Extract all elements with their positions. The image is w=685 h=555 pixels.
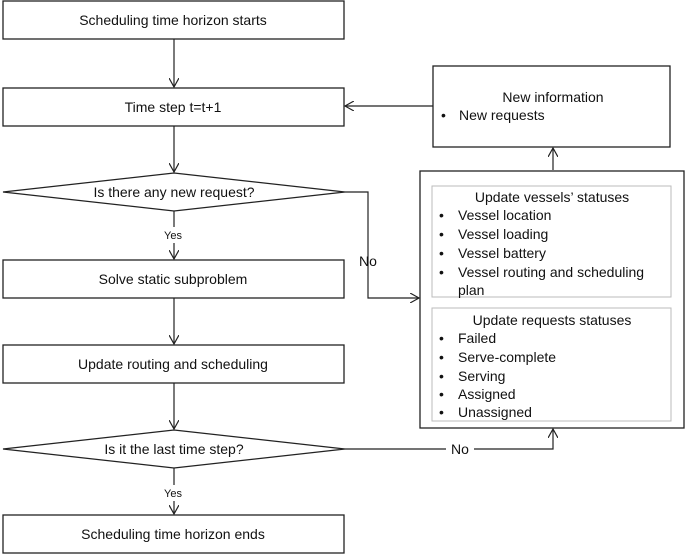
vessels-status-panel: Update vessels’ statuses • Vessel locati… [431, 185, 672, 298]
bullet-icon: • [439, 330, 444, 346]
bullet-icon: • [439, 264, 444, 280]
bullet-icon: • [439, 349, 444, 365]
new-information-title: New information [502, 89, 603, 105]
requests-item-unassigned: Unassigned [458, 404, 532, 420]
requests-status-panel: Update requests statuses • Failed • Serv… [431, 307, 672, 422]
requests-item-serve-complete: Serve-complete [458, 349, 556, 365]
requests-item-assigned: Assigned [458, 386, 516, 402]
no-label-2-bg [446, 441, 474, 457]
end-label: Scheduling time horizon ends [81, 526, 265, 542]
bullet-icon: • [439, 386, 444, 402]
time-step-box: Time step t=t+1 [2, 87, 345, 127]
bullet-icon: • [439, 245, 444, 261]
decision-last-step: Is it the last time step? [2, 429, 346, 469]
update-routing-label: Update routing and scheduling [78, 356, 268, 372]
decision-new-request-label: Is there any new request? [93, 184, 254, 200]
vessels-item-battery: Vessel battery [458, 245, 546, 261]
decision-new-request: Is there any new request? [2, 172, 346, 212]
vessels-item-routing-cont: plan [458, 282, 484, 298]
vessels-status-title: Update vessels’ statuses [475, 189, 629, 205]
yes-label-2: Yes [164, 488, 182, 500]
time-step-label: Time step t=t+1 [125, 99, 222, 115]
yes-label-2-bg [160, 485, 188, 501]
bullet-icon: • [439, 368, 444, 384]
arrow-no-to-status [345, 191, 419, 298]
start-label: Scheduling time horizon starts [79, 12, 267, 28]
bullet-icon: • [439, 404, 444, 420]
start-box: Scheduling time horizon starts [2, 0, 345, 40]
requests-item-failed: Failed [458, 330, 496, 346]
yes-label-1: Yes [164, 230, 182, 242]
yes-label-1-bg [160, 227, 188, 243]
no-label-1: No [359, 253, 377, 269]
bullet-icon: • [439, 207, 444, 223]
end-box: Scheduling time horizon ends [2, 514, 345, 554]
solve-label: Solve static subproblem [99, 271, 248, 287]
status-box: Update vessels’ statuses • Vessel locati… [419, 170, 685, 429]
decision-last-step-label: Is it the last time step? [104, 441, 243, 457]
new-information-item: New requests [459, 107, 545, 123]
bullet-icon: • [439, 226, 444, 242]
vessels-item-location: Vessel location [458, 207, 551, 223]
requests-status-title: Update requests statuses [473, 312, 632, 328]
update-routing-box: Update routing and scheduling [2, 344, 345, 384]
bullet-icon: • [441, 107, 446, 123]
vessels-item-loading: Vessel loading [458, 226, 548, 242]
requests-item-serving: Serving [458, 368, 505, 384]
arrow-no-to-status-bottom [345, 429, 553, 450]
vessels-item-routing: Vessel routing and scheduling [458, 264, 644, 280]
solve-box: Solve static subproblem [2, 259, 345, 299]
new-information-box: New information • New requests [432, 65, 671, 148]
no-label-2: No [451, 441, 469, 457]
